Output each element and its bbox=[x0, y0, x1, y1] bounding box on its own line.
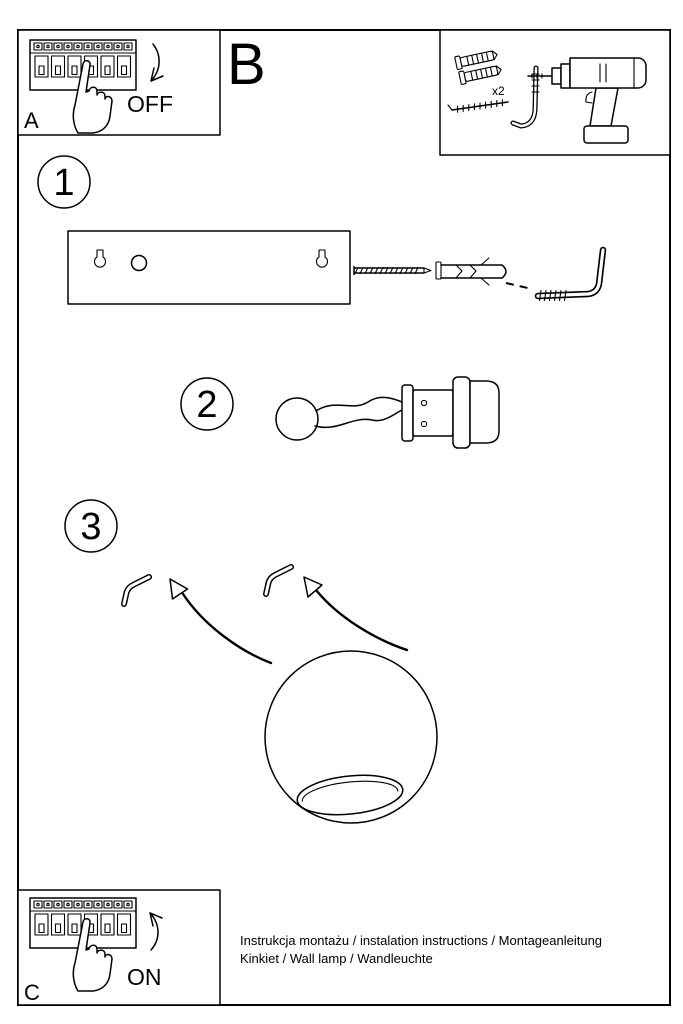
plug-quantity-label: x2 bbox=[492, 84, 505, 98]
step-1-badge bbox=[37, 155, 91, 209]
screw-icon bbox=[353, 265, 432, 276]
flip-up-arrow-icon bbox=[149, 912, 163, 951]
hang-arrow-icon bbox=[303, 576, 409, 652]
hook-icon bbox=[534, 246, 607, 302]
hook-screw-icon bbox=[510, 65, 540, 129]
wall-anchor-icon bbox=[435, 257, 507, 286]
step-2-badge bbox=[180, 377, 234, 431]
footer-line-1: Instrukcja montażu / instalation instruc… bbox=[240, 933, 602, 948]
step-3: 3 bbox=[64, 499, 438, 824]
page-border bbox=[17, 29, 671, 1006]
sphere-lampshade bbox=[264, 650, 438, 824]
flip-down-arrow-icon bbox=[150, 43, 164, 82]
panel-c-label: C bbox=[24, 980, 40, 1005]
panel-a-label: A bbox=[24, 108, 39, 133]
step-1: 1 bbox=[37, 155, 607, 305]
tools-box: x2 bbox=[439, 29, 671, 156]
small-hook-icon bbox=[263, 564, 294, 597]
step-2-number: 2 bbox=[196, 384, 217, 426]
step-2: 2 bbox=[180, 376, 500, 449]
assembly-dash-line bbox=[505, 282, 533, 290]
step-1-number: 1 bbox=[53, 162, 74, 204]
step-3-badge bbox=[64, 499, 118, 553]
tools-box-frame bbox=[439, 29, 671, 156]
mounting-plate bbox=[67, 230, 351, 305]
small-hook-icon bbox=[121, 574, 152, 607]
panel-a-state: OFF bbox=[127, 91, 173, 117]
panel-a: A OFF bbox=[17, 29, 221, 136]
center-hole bbox=[130, 254, 148, 272]
lamp-socket-assembly bbox=[275, 376, 500, 449]
step-3-number: 3 bbox=[80, 506, 101, 548]
panel-c-state: ON bbox=[127, 964, 162, 990]
drill-icon bbox=[527, 57, 647, 144]
wires bbox=[314, 396, 403, 428]
footer-line-2: Kinkiet / Wall lamp / Wandleuchte bbox=[240, 951, 433, 966]
hang-arrow-icon bbox=[169, 578, 273, 665]
section-b-label: B bbox=[227, 32, 266, 97]
panel-c: C ON bbox=[17, 889, 221, 1006]
ball-knob bbox=[275, 397, 319, 441]
hanger-screw-icon bbox=[447, 99, 509, 113]
